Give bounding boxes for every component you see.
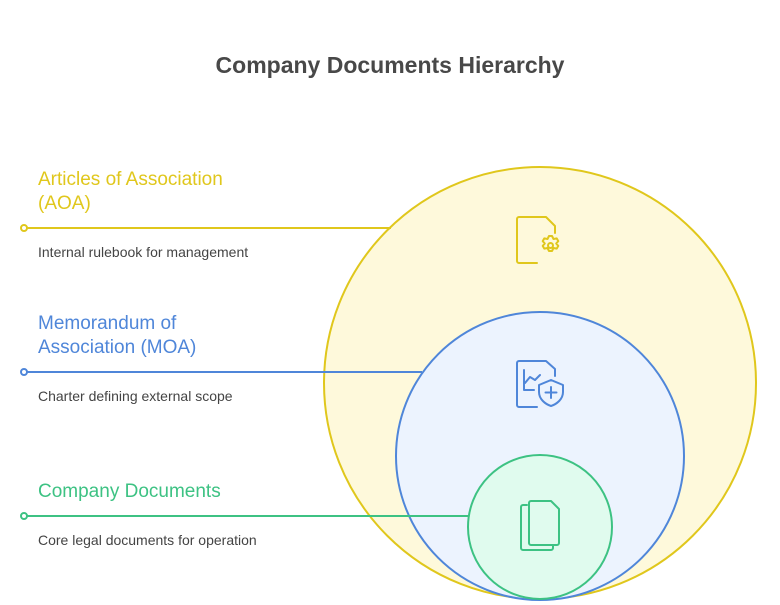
moa-connector-dot [20, 368, 28, 376]
document-chart-shield-icon [516, 360, 564, 408]
aoa-title-line-2: (AOA) [38, 193, 91, 214]
documents-copy-icon [520, 500, 560, 551]
company-documents-circle [467, 454, 613, 600]
moa-title-line-2: Association (MOA) [38, 337, 197, 358]
aoa-title-line-1: Articles of Association [38, 169, 223, 190]
moa-description: Charter defining external scope [38, 388, 233, 404]
company-documents-description: Core legal documents for operation [38, 532, 257, 548]
aoa-title: Articles of Association (AOA) [38, 168, 223, 216]
aoa-connector [20, 224, 391, 232]
company-documents-title-line-1: Company Documents [38, 481, 221, 502]
moa-connector [20, 368, 422, 376]
moa-title: Memorandum of Association (MOA) [38, 312, 196, 360]
aoa-connector-dot [20, 224, 28, 232]
company-documents-connector [20, 512, 469, 520]
aoa-description: Internal rulebook for management [38, 244, 249, 260]
diagram-title: Company Documents Hierarchy [215, 52, 565, 78]
document-gear-icon [516, 216, 560, 264]
moa-title-line-1: Memorandum of [38, 313, 177, 334]
company-documents-title: Company Documents [38, 480, 221, 504]
company-documents-connector-dot [20, 512, 28, 520]
